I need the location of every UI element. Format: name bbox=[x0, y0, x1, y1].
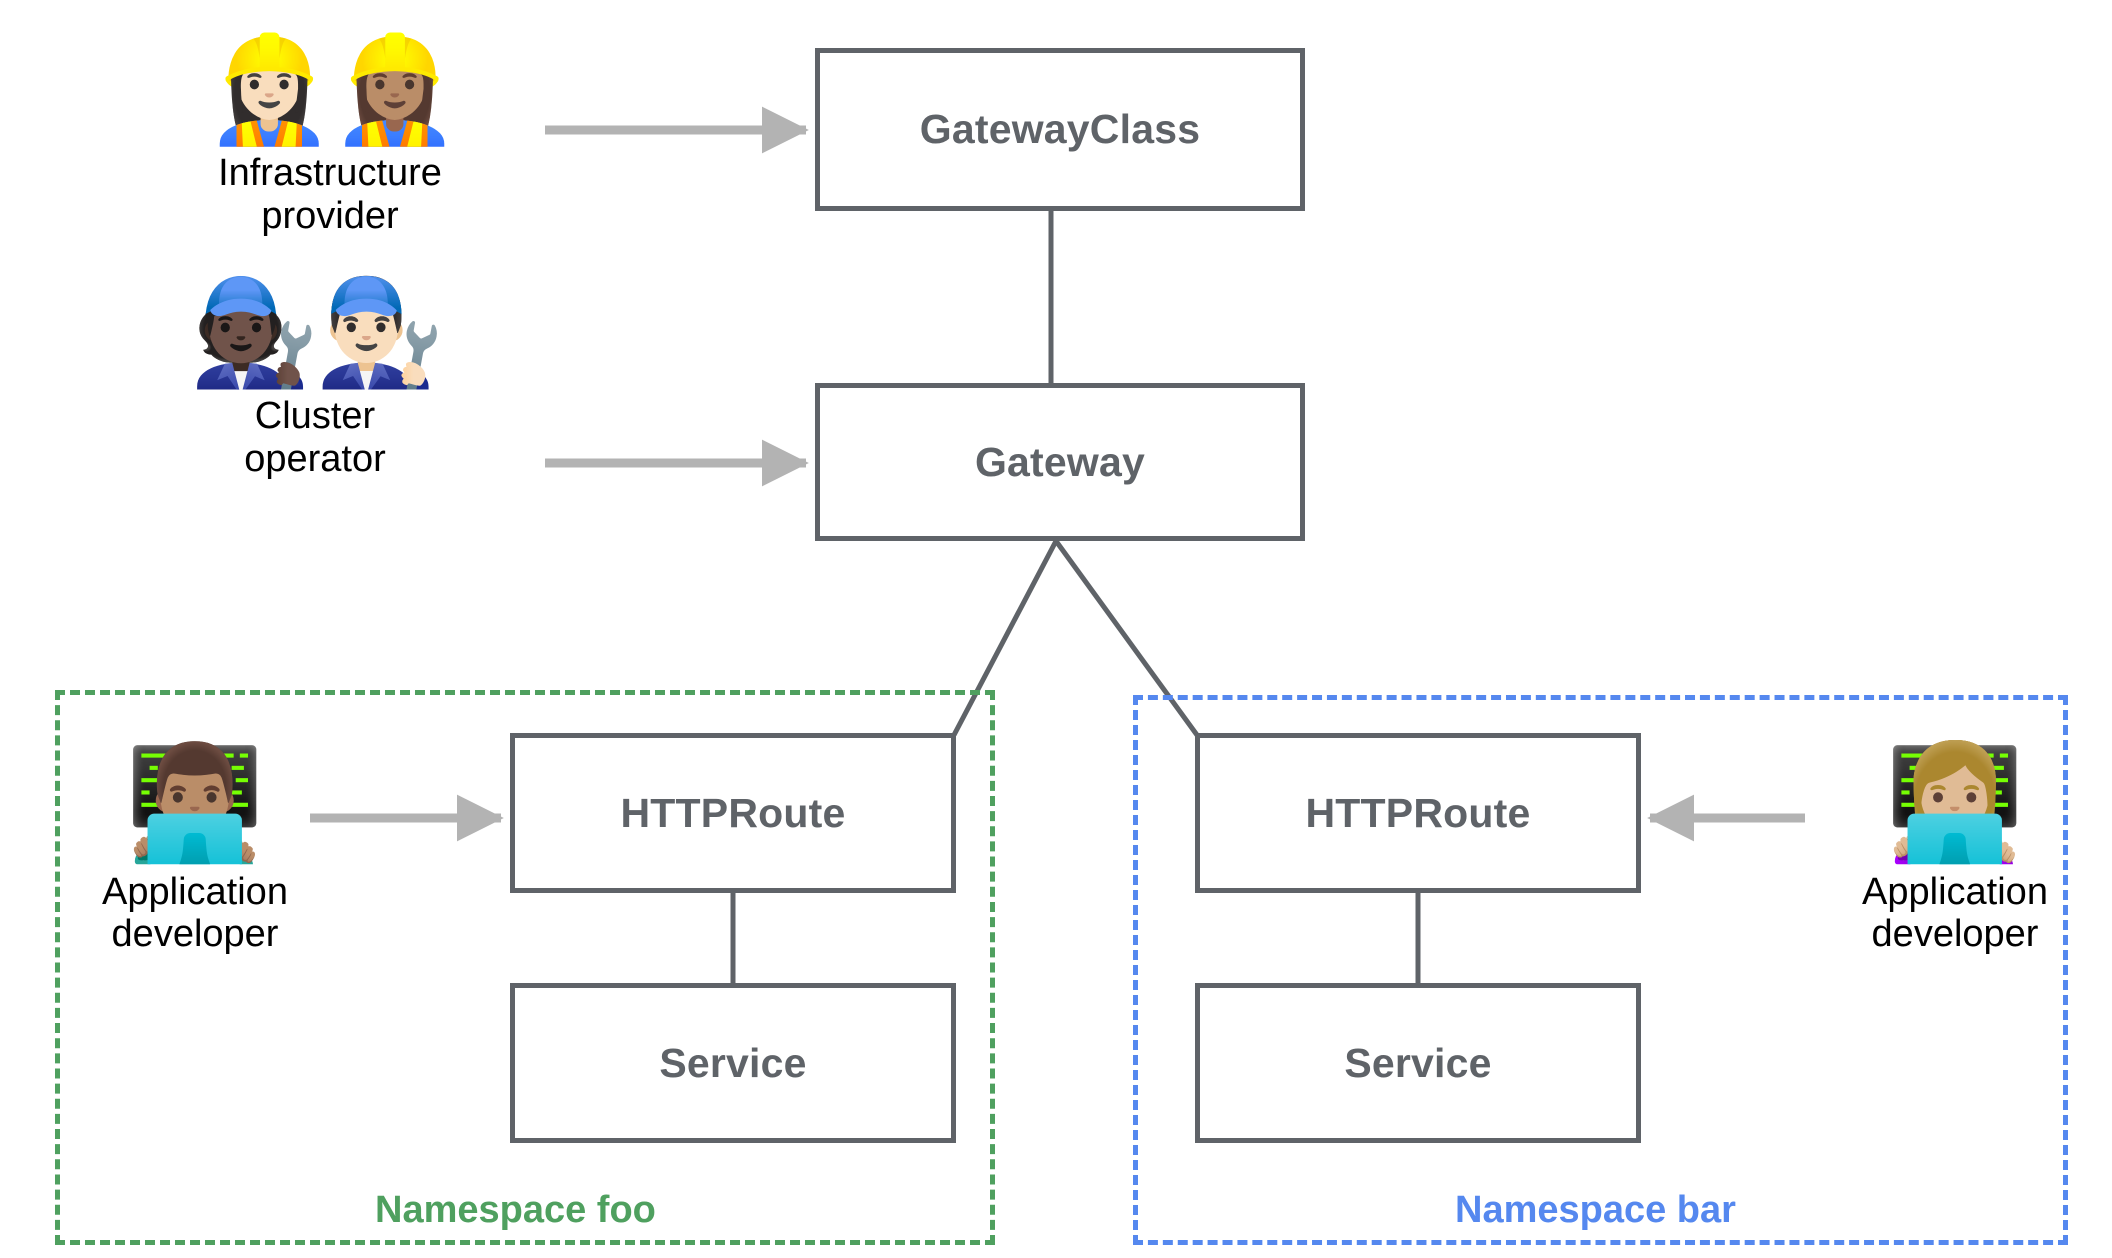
namespace-foo-boundary bbox=[55, 690, 995, 1245]
node-httproute-foo-label: HTTPRoute bbox=[620, 789, 846, 836]
node-service-foo: Service bbox=[510, 983, 956, 1143]
node-service-foo-label: Service bbox=[659, 1039, 807, 1086]
namespace-bar-boundary bbox=[1133, 695, 2068, 1245]
node-gatewayclass: GatewayClass bbox=[815, 48, 1305, 211]
namespace-bar-label: Namespace bar bbox=[1445, 1189, 1746, 1232]
node-httproute-bar-label: HTTPRoute bbox=[1305, 789, 1531, 836]
node-httproute-foo: HTTPRoute bbox=[510, 733, 956, 893]
woman-technologist-icon: 👩🏼‍💻 bbox=[1885, 738, 2025, 868]
node-service-bar-label: Service bbox=[1344, 1039, 1492, 1086]
construction-worker-icon: 👷🏻‍♀️👷🏽‍♀️ bbox=[204, 28, 460, 150]
persona-cluster-operator-label: Cluster operator bbox=[244, 395, 386, 480]
mechanic-icon: 🧑🏿‍🔧👨🏻‍🔧 bbox=[189, 271, 445, 393]
persona-infrastructure-provider-label: Infrastructure provider bbox=[218, 152, 442, 237]
node-gatewayclass-label: GatewayClass bbox=[919, 106, 1201, 152]
persona-application-developer-bar: 👩🏼‍💻 Application developer bbox=[1820, 738, 2090, 956]
man-technologist-icon: 👨🏽‍💻 bbox=[125, 738, 265, 868]
persona-application-developer-bar-label: Application developer bbox=[1862, 870, 2048, 956]
persona-application-developer-foo-label: Application developer bbox=[102, 870, 288, 956]
node-httproute-bar: HTTPRoute bbox=[1195, 733, 1641, 893]
persona-infrastructure-provider: 👷🏻‍♀️👷🏽‍♀️ Infrastructure provider bbox=[195, 28, 465, 237]
namespace-foo-label: Namespace foo bbox=[365, 1189, 666, 1232]
node-gateway-label: Gateway bbox=[974, 438, 1146, 485]
node-gateway: Gateway bbox=[815, 383, 1305, 541]
node-service-bar: Service bbox=[1195, 983, 1641, 1143]
persona-application-developer-foo: 👨🏽‍💻 Application developer bbox=[60, 738, 330, 956]
persona-cluster-operator: 🧑🏿‍🔧👨🏻‍🔧 Cluster operator bbox=[180, 271, 450, 480]
